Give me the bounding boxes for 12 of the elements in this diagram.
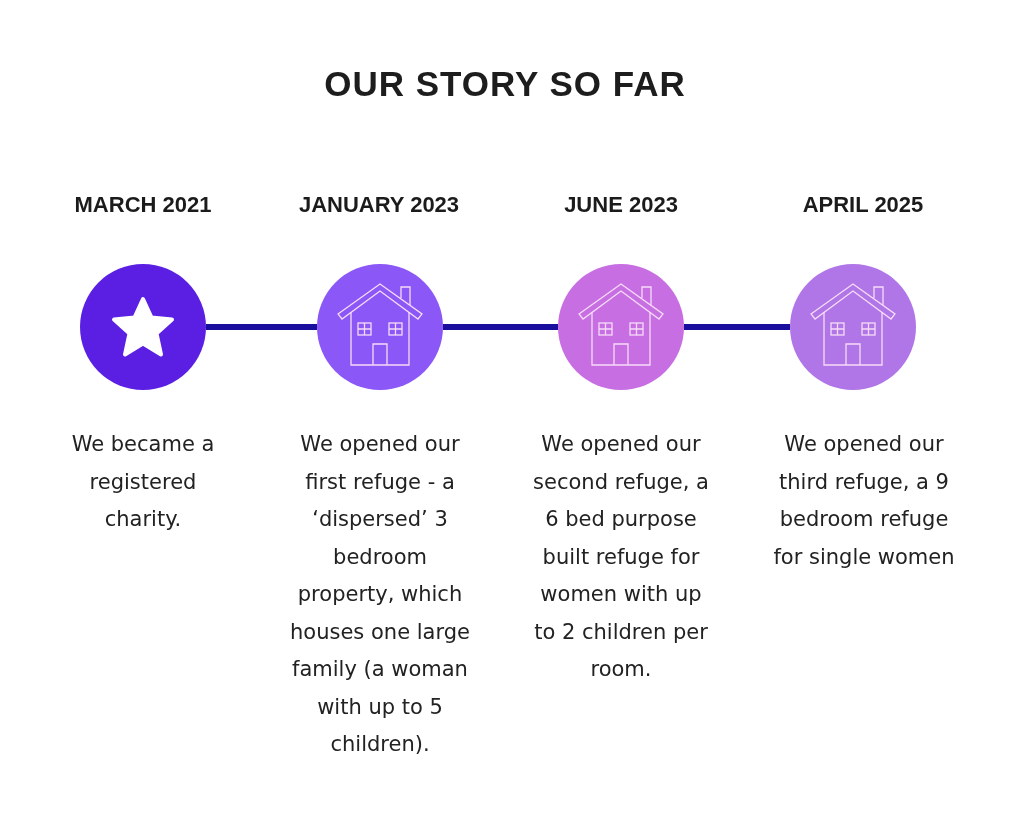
milestone-description: We opened our second refuge, a 6 bed purpose built refuge for women with up to 2 children per room. xyxy=(532,431,710,683)
title: OUR STORY SO FAR xyxy=(323,63,687,105)
milestone-description: We opened our third refuge, a 9 bedroom refuge for single women xyxy=(772,431,956,571)
timeline-connector xyxy=(684,324,790,330)
timeline-connector xyxy=(206,324,317,330)
date-heading: JUNE 2023 xyxy=(563,191,679,219)
milestone-description: We became a registered charity. xyxy=(70,431,216,533)
date-heading: MARCH 2021 xyxy=(73,191,213,219)
timeline-connector xyxy=(443,324,558,330)
date-heading: APRIL 2025 xyxy=(801,191,925,219)
milestone-description: We opened our first refuge - a ‘dispersed’ 3 bedroom property, which houses one large family (a woman with up to 5 children). xyxy=(289,431,471,758)
date-heading: JANUARY 2023 xyxy=(297,191,461,219)
